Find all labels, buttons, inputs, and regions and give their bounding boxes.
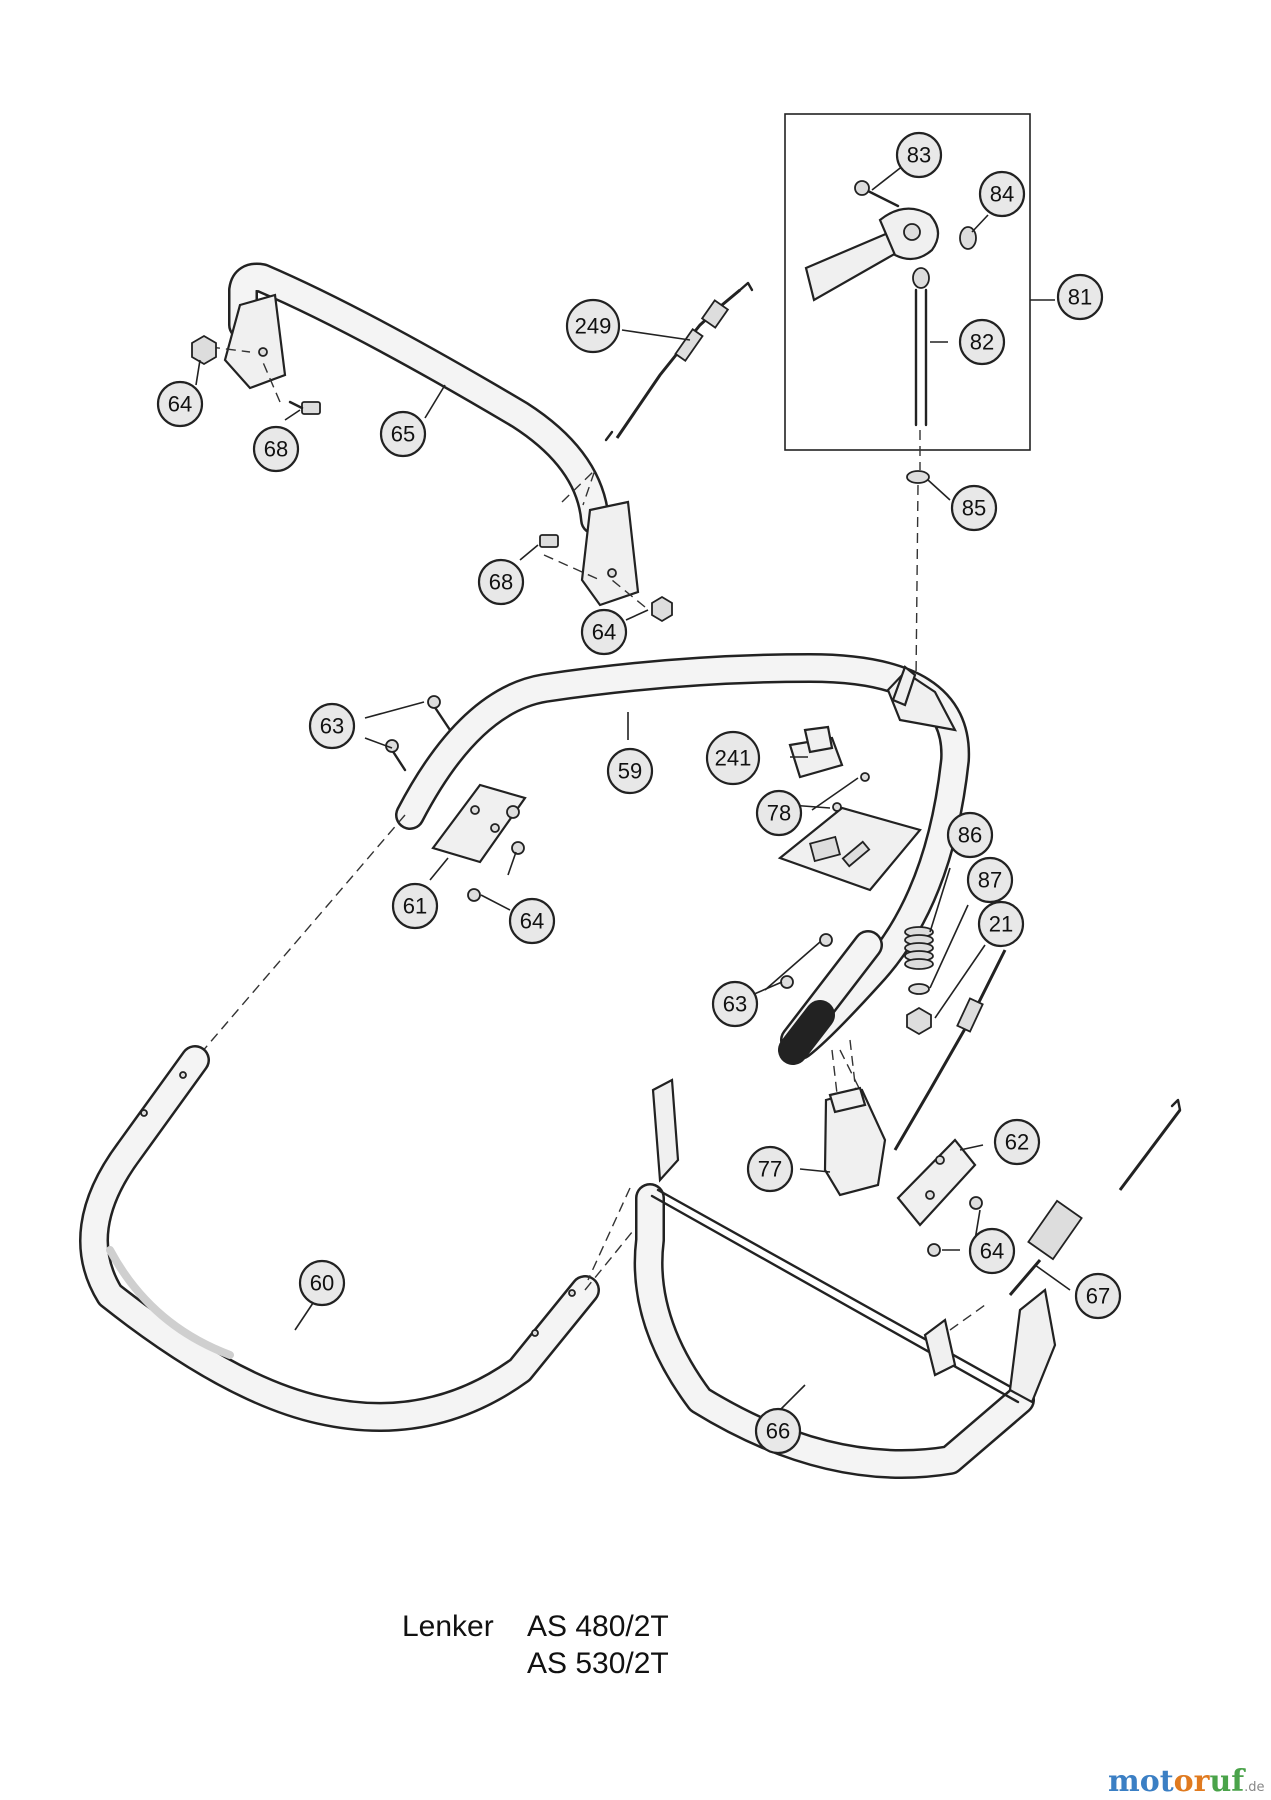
bolt-part	[301, 401, 321, 415]
callout-64: 64	[156, 380, 204, 428]
caption-model-2: AS 530/2T	[527, 1647, 669, 1680]
callout-77: 77	[746, 1145, 794, 1193]
latch-part	[823, 1086, 887, 1197]
callout-81: 81	[1056, 273, 1104, 321]
callout-241: 241	[705, 730, 761, 786]
clamp-plate-part	[431, 783, 527, 864]
caption-model-1: AS 480/2T	[527, 1610, 669, 1643]
callout-61: 61	[391, 882, 439, 930]
clamp-plate-part	[896, 1138, 977, 1227]
callout-78: 78	[755, 789, 803, 837]
svg-text:63: 63	[723, 992, 747, 1017]
callout-64: 64	[580, 608, 628, 656]
console-bracket-part	[777, 806, 922, 892]
lever-assembly-box	[784, 113, 1031, 451]
callout-64: 64	[508, 897, 556, 945]
svg-text:85: 85	[962, 496, 986, 521]
main-handle-part	[395, 653, 971, 1060]
nut-part	[651, 595, 673, 623]
lower-frame-part	[633, 1078, 1057, 1479]
svg-text:68: 68	[489, 570, 513, 595]
callout-82: 82	[958, 318, 1006, 366]
svg-text:64: 64	[592, 620, 616, 645]
bolt-part	[539, 534, 559, 548]
svg-text:78: 78	[767, 801, 791, 826]
callout-65: 65	[379, 410, 427, 458]
svg-text:84: 84	[990, 182, 1014, 207]
svg-text:65: 65	[391, 422, 415, 447]
cable-part	[604, 281, 754, 442]
callout-63: 63	[308, 702, 356, 750]
callout-83: 83	[895, 131, 943, 179]
svg-text:68: 68	[264, 437, 288, 462]
svg-text:249: 249	[575, 314, 612, 339]
screw-part	[832, 802, 842, 812]
callout-87: 87	[966, 856, 1014, 904]
svg-text:21: 21	[989, 912, 1013, 937]
svg-text:87: 87	[978, 868, 1002, 893]
callout-63: 63	[711, 980, 759, 1028]
callout-64: 64	[968, 1227, 1016, 1275]
cable-part	[893, 949, 1007, 1151]
svg-text:60: 60	[310, 1271, 334, 1296]
svg-text:64: 64	[520, 909, 544, 934]
svg-text:86: 86	[958, 823, 982, 848]
watermark-logo: motoruf.de	[1108, 1764, 1265, 1799]
svg-text:82: 82	[970, 330, 994, 355]
washer-part	[906, 470, 930, 484]
callout-68: 68	[252, 425, 300, 473]
callout-21: 21	[977, 900, 1025, 948]
callout-62: 62	[993, 1118, 1041, 1166]
leader-lines	[195, 164, 1071, 1411]
callout-60: 60	[298, 1259, 346, 1307]
nut-part	[191, 334, 217, 366]
callout-249: 249	[565, 298, 621, 354]
svg-text:63: 63	[320, 714, 344, 739]
caption-label: Lenker	[402, 1610, 494, 1643]
callout-66: 66	[754, 1407, 802, 1455]
callout-68: 68	[477, 558, 525, 606]
callout-84: 84	[978, 170, 1026, 218]
svg-text:64: 64	[168, 392, 192, 417]
screw-part	[860, 772, 870, 782]
svg-text:66: 66	[766, 1419, 790, 1444]
svg-text:59: 59	[618, 759, 642, 784]
callout-86: 86	[946, 811, 994, 859]
svg-text:77: 77	[758, 1157, 782, 1182]
lower-handle-part	[79, 1045, 600, 1432]
spring-part	[904, 926, 934, 1036]
svg-text:64: 64	[980, 1239, 1004, 1264]
callout-85: 85	[950, 484, 998, 532]
svg-text:62: 62	[1005, 1130, 1029, 1155]
svg-text:81: 81	[1068, 285, 1092, 310]
svg-text:83: 83	[907, 143, 931, 168]
svg-text:241: 241	[715, 746, 752, 771]
callout-59: 59	[606, 747, 654, 795]
lever-arm-part	[804, 180, 977, 427]
svg-text:61: 61	[403, 894, 427, 919]
svg-text:67: 67	[1086, 1284, 1110, 1309]
callout-67: 67	[1074, 1272, 1122, 1320]
upper-handle-part	[209, 262, 646, 608]
